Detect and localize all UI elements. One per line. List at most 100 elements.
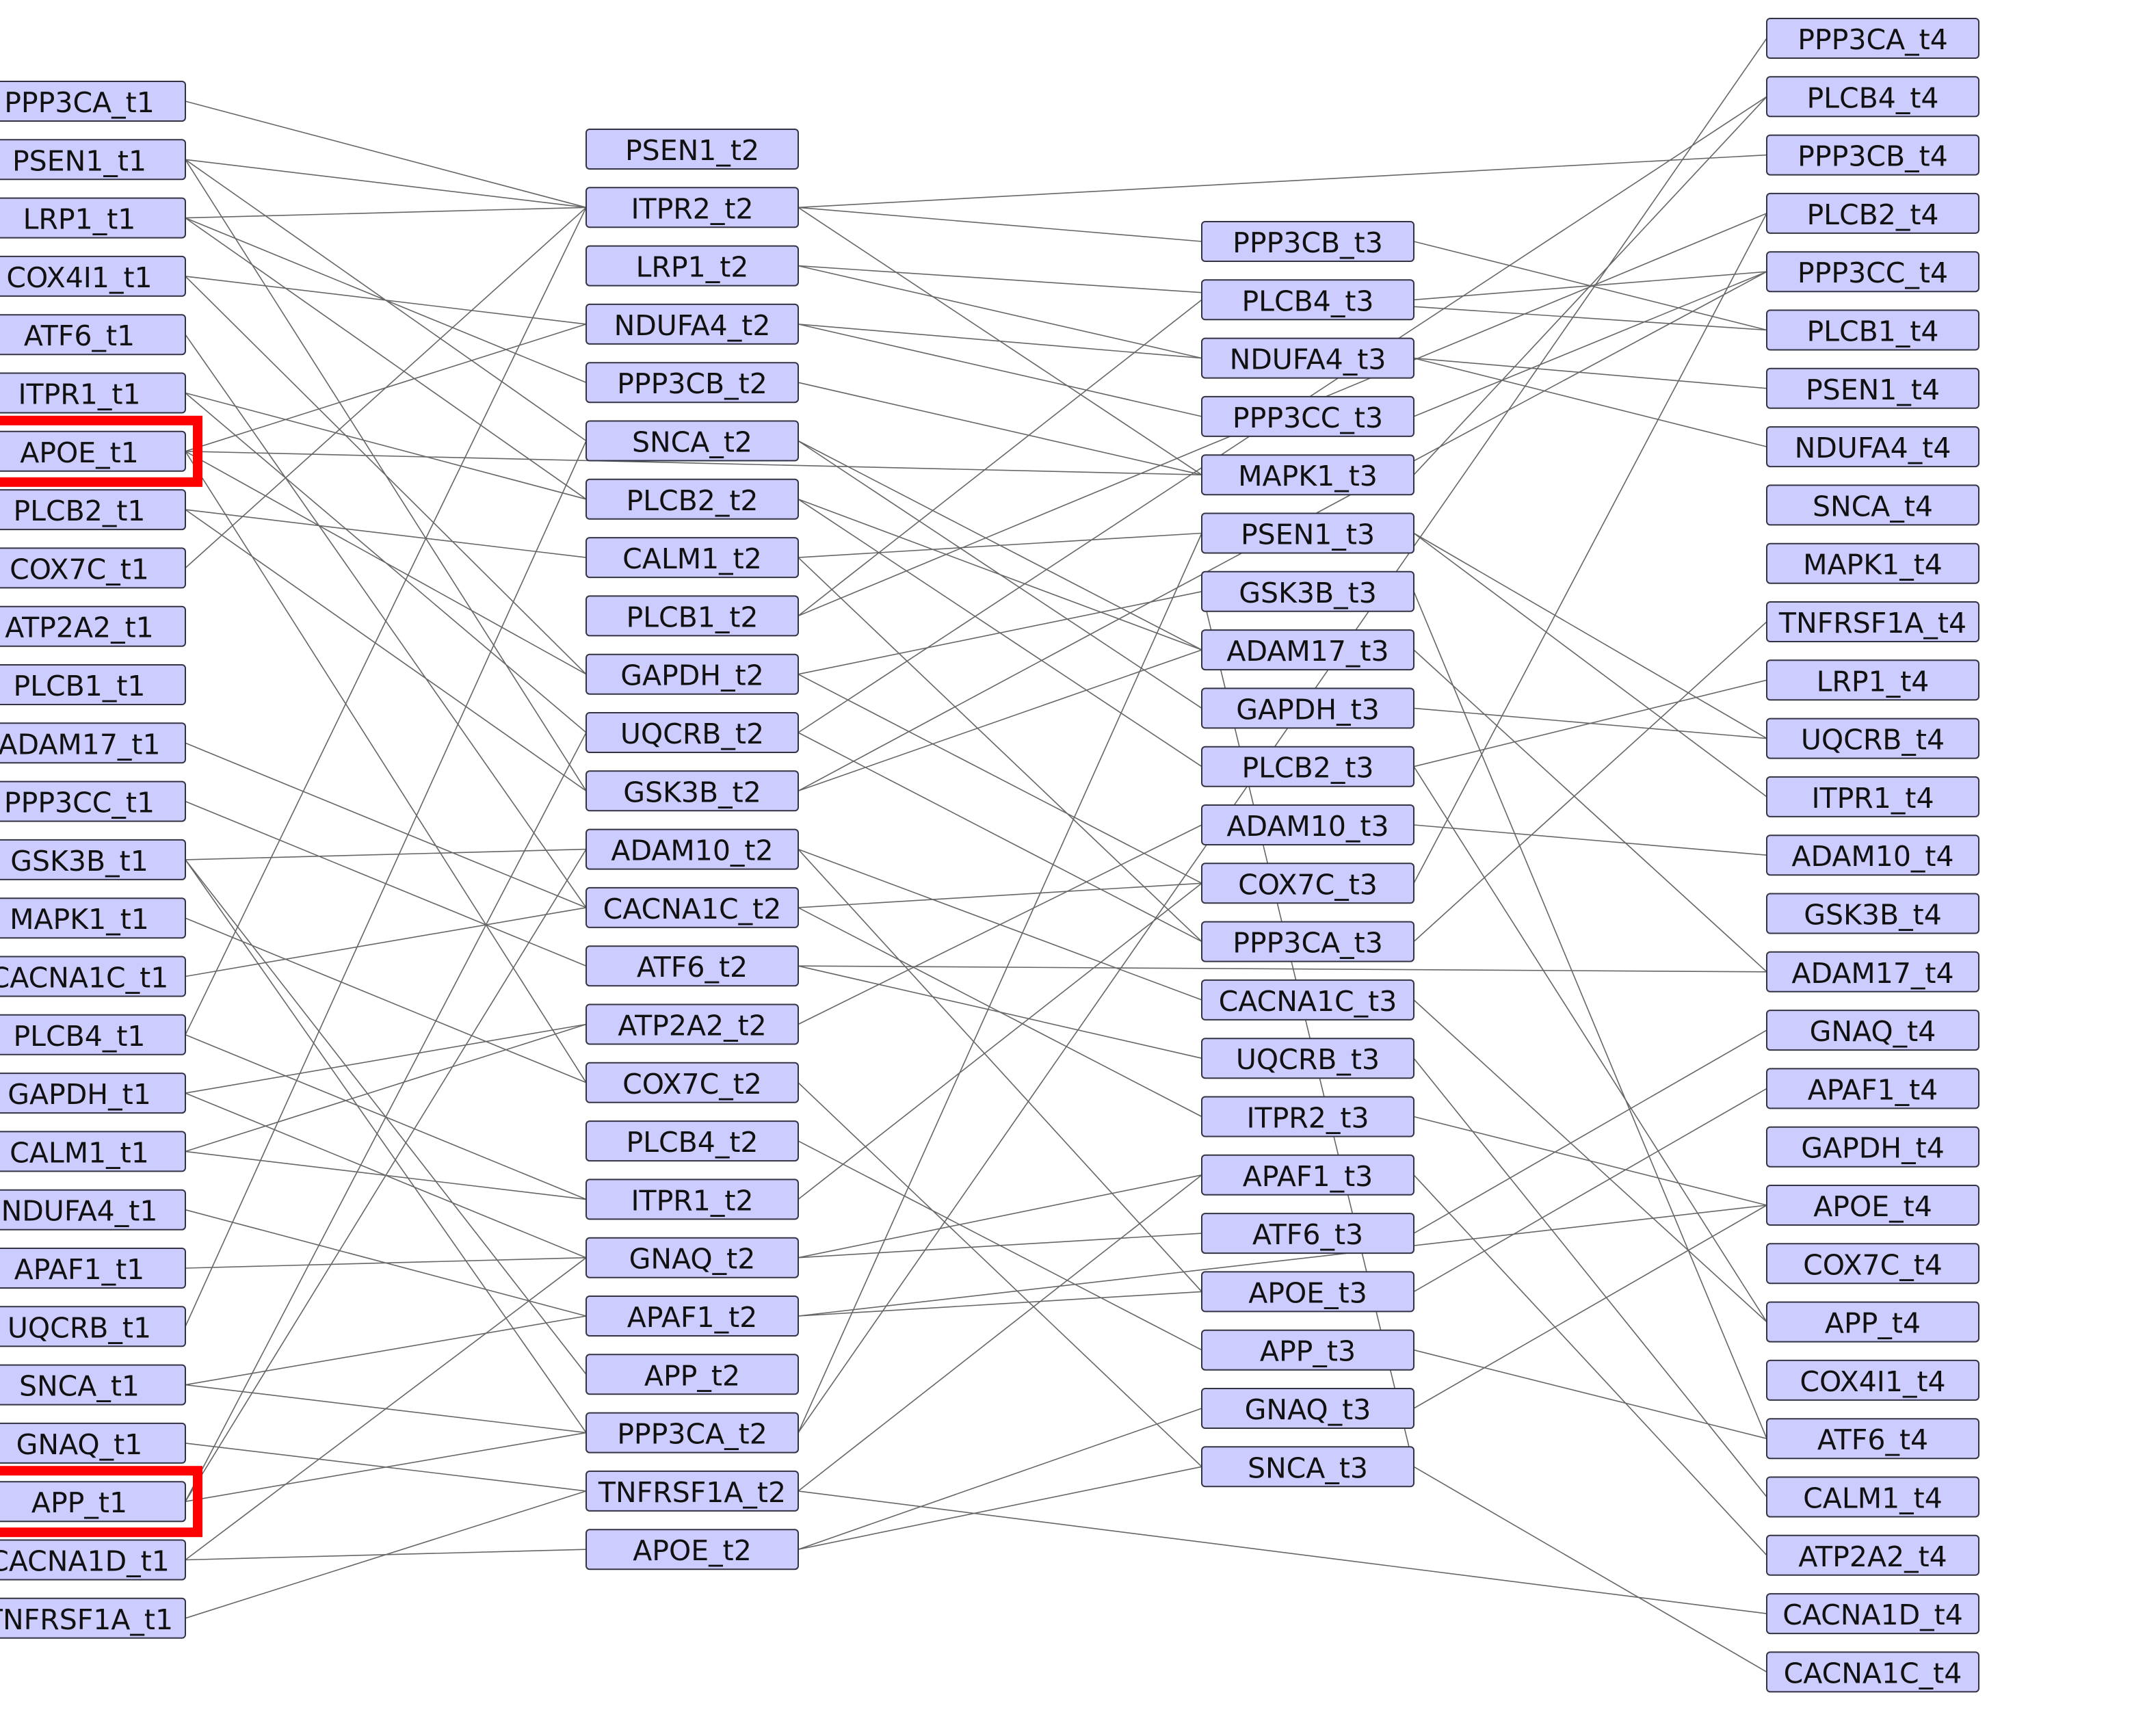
node-GNAQ_t2[interactable]: GNAQ_t2 xyxy=(585,1237,799,1278)
node-APAF1_t4[interactable]: APAF1_t4 xyxy=(1766,1068,1979,1109)
node-APOE_t1[interactable]: APOE_t1 xyxy=(0,430,186,472)
node-ATP2A2_t4[interactable]: ATP2A2_t4 xyxy=(1766,1534,1979,1576)
node-PLCB4_t2[interactable]: PLCB4_t2 xyxy=(585,1120,799,1162)
node-ATP2A2_t1[interactable]: ATP2A2_t1 xyxy=(0,605,186,647)
node-GNAQ_t1[interactable]: GNAQ_t1 xyxy=(0,1422,186,1464)
node-ITPR2_t3[interactable]: ITPR2_t3 xyxy=(1201,1096,1414,1137)
node-PPP3CA_t4[interactable]: PPP3CA_t4 xyxy=(1766,18,1979,59)
node-PLCB1_t1[interactable]: PLCB1_t1 xyxy=(0,664,186,705)
node-PLCB2_t3[interactable]: PLCB2_t3 xyxy=(1201,746,1414,787)
node-PPP3CA_t1[interactable]: PPP3CA_t1 xyxy=(0,81,186,122)
node-PPP3CC_t1[interactable]: PPP3CC_t1 xyxy=(0,780,186,822)
node-TNFRSF1A_t1[interactable]: TNFRSF1A_t1 xyxy=(0,1597,186,1639)
node-APP_t2[interactable]: APP_t2 xyxy=(585,1354,799,1395)
node-APAF1_t3[interactable]: APAF1_t3 xyxy=(1201,1154,1414,1196)
node-UQCRB_t1[interactable]: UQCRB_t1 xyxy=(0,1306,186,1347)
node-LRP1_t1[interactable]: LRP1_t1 xyxy=(0,197,186,239)
node-LRP1_t4[interactable]: LRP1_t4 xyxy=(1766,659,1979,701)
node-COX7C_t1[interactable]: COX7C_t1 xyxy=(0,547,186,589)
node-APOE_t2[interactable]: APOE_t2 xyxy=(585,1529,799,1570)
node-UQCRB_t4[interactable]: UQCRB_t4 xyxy=(1766,718,1979,759)
node-LRP1_t2[interactable]: LRP1_t2 xyxy=(585,245,799,287)
node-CALM1_t1[interactable]: CALM1_t1 xyxy=(0,1131,186,1172)
node-ITPR1_t1[interactable]: ITPR1_t1 xyxy=(0,372,186,414)
node-UQCRB_t3[interactable]: UQCRB_t3 xyxy=(1201,1038,1414,1079)
node-PLCB4_t3[interactable]: PLCB4_t3 xyxy=(1201,279,1414,321)
node-CALM1_t4[interactable]: CALM1_t4 xyxy=(1766,1476,1979,1518)
node-PLCB4_t1[interactable]: PLCB4_t1 xyxy=(0,1014,186,1055)
node-APAF1_t1[interactable]: APAF1_t1 xyxy=(0,1248,186,1289)
node-TNFRSF1A_t2[interactable]: TNFRSF1A_t2 xyxy=(585,1470,799,1512)
node-COX7C_t2[interactable]: COX7C_t2 xyxy=(585,1062,799,1103)
node-GAPDH_t4[interactable]: GAPDH_t4 xyxy=(1766,1126,1979,1168)
node-SNCA_t4[interactable]: SNCA_t4 xyxy=(1766,484,1979,526)
node-PLCB4_t4[interactable]: PLCB4_t4 xyxy=(1766,76,1979,118)
node-APOE_t3[interactable]: APOE_t3 xyxy=(1201,1271,1414,1313)
node-PSEN1_t4[interactable]: PSEN1_t4 xyxy=(1766,367,1979,409)
node-COX7C_t3[interactable]: COX7C_t3 xyxy=(1201,863,1414,904)
node-COX4I1_t1[interactable]: COX4I1_t1 xyxy=(0,255,186,297)
node-ADAM17_t1[interactable]: ADAM17_t1 xyxy=(0,722,186,764)
node-GNAQ_t3[interactable]: GNAQ_t3 xyxy=(1201,1388,1414,1429)
node-TNFRSF1A_t4[interactable]: TNFRSF1A_t4 xyxy=(1766,601,1979,642)
node-PSEN1_t3[interactable]: PSEN1_t3 xyxy=(1201,512,1414,554)
node-GSK3B_t2[interactable]: GSK3B_t2 xyxy=(585,770,799,812)
node-ADAM17_t3[interactable]: ADAM17_t3 xyxy=(1201,629,1414,671)
node-NDUFA4_t3[interactable]: NDUFA4_t3 xyxy=(1201,337,1414,379)
node-ITPR2_t2[interactable]: ITPR2_t2 xyxy=(585,187,799,228)
node-APP_t4[interactable]: APP_t4 xyxy=(1766,1301,1979,1343)
node-GAPDH_t3[interactable]: GAPDH_t3 xyxy=(1201,687,1414,729)
node-PLCB2_t4[interactable]: PLCB2_t4 xyxy=(1766,192,1979,234)
node-NDUFA4_t2[interactable]: NDUFA4_t2 xyxy=(585,303,799,345)
node-ATF6_t1[interactable]: ATF6_t1 xyxy=(0,314,186,356)
node-GAPDH_t2[interactable]: GAPDH_t2 xyxy=(585,653,799,695)
node-PPP3CB_t2[interactable]: PPP3CB_t2 xyxy=(585,362,799,404)
node-COX7C_t4[interactable]: COX7C_t4 xyxy=(1766,1243,1979,1285)
node-UQCRB_t2[interactable]: UQCRB_t2 xyxy=(585,712,799,753)
node-COX4I1_t4[interactable]: COX4I1_t4 xyxy=(1766,1359,1979,1401)
node-ADAM10_t4[interactable]: ADAM10_t4 xyxy=(1766,834,1979,876)
node-SNCA_t3[interactable]: SNCA_t3 xyxy=(1201,1446,1414,1488)
node-APP_t3[interactable]: APP_t3 xyxy=(1201,1329,1414,1371)
node-PPP3CC_t3[interactable]: PPP3CC_t3 xyxy=(1201,395,1414,437)
node-SNCA_t1[interactable]: SNCA_t1 xyxy=(0,1364,186,1406)
node-ATF6_t3[interactable]: ATF6_t3 xyxy=(1201,1213,1414,1254)
node-CACNA1C_t2[interactable]: CACNA1C_t2 xyxy=(585,886,799,928)
node-GNAQ_t4[interactable]: GNAQ_t4 xyxy=(1766,1010,1979,1051)
node-GAPDH_t1[interactable]: GAPDH_t1 xyxy=(0,1073,186,1114)
node-PLCB2_t2[interactable]: PLCB2_t2 xyxy=(585,478,799,520)
node-PPP3CC_t4[interactable]: PPP3CC_t4 xyxy=(1766,251,1979,293)
node-CACNA1C_t1[interactable]: CACNA1C_t1 xyxy=(0,956,186,997)
node-CALM1_t2[interactable]: CALM1_t2 xyxy=(585,537,799,579)
node-APAF1_t2[interactable]: APAF1_t2 xyxy=(585,1296,799,1337)
node-NDUFA4_t4[interactable]: NDUFA4_t4 xyxy=(1766,426,1979,468)
node-APP_t1[interactable]: APP_t1 xyxy=(0,1481,186,1523)
node-PSEN1_t2[interactable]: PSEN1_t2 xyxy=(585,129,799,170)
node-PPP3CA_t2[interactable]: PPP3CA_t2 xyxy=(585,1412,799,1454)
node-PPP3CB_t4[interactable]: PPP3CB_t4 xyxy=(1766,134,1979,176)
node-PPP3CA_t3[interactable]: PPP3CA_t3 xyxy=(1201,921,1414,962)
node-ATF6_t2[interactable]: ATF6_t2 xyxy=(585,945,799,987)
node-CACNA1D_t4[interactable]: CACNA1D_t4 xyxy=(1766,1593,1979,1635)
node-MAPK1_t4[interactable]: MAPK1_t4 xyxy=(1766,542,1979,584)
node-ATP2A2_t2[interactable]: ATP2A2_t2 xyxy=(585,1003,799,1045)
node-CACNA1C_t3[interactable]: CACNA1C_t3 xyxy=(1201,979,1414,1021)
node-PLCB1_t2[interactable]: PLCB1_t2 xyxy=(585,595,799,637)
node-GSK3B_t3[interactable]: GSK3B_t3 xyxy=(1201,570,1414,612)
node-PSEN1_t1[interactable]: PSEN1_t1 xyxy=(0,139,186,181)
node-PPP3CB_t3[interactable]: PPP3CB_t3 xyxy=(1201,221,1414,262)
node-APOE_t4[interactable]: APOE_t4 xyxy=(1766,1185,1979,1226)
node-ITPR1_t4[interactable]: ITPR1_t4 xyxy=(1766,776,1979,817)
node-GSK3B_t1[interactable]: GSK3B_t1 xyxy=(0,839,186,880)
node-PLCB2_t1[interactable]: PLCB2_t1 xyxy=(0,489,186,531)
node-SNCA_t2[interactable]: SNCA_t2 xyxy=(585,420,799,462)
node-CACNA1D_t1[interactable]: CACNA1D_t1 xyxy=(0,1539,186,1581)
node-ADAM17_t4[interactable]: ADAM17_t4 xyxy=(1766,951,1979,992)
node-ATF6_t4[interactable]: ATF6_t4 xyxy=(1766,1418,1979,1460)
node-CACNA1C_t4[interactable]: CACNA1C_t4 xyxy=(1766,1651,1979,1693)
node-GSK3B_t4[interactable]: GSK3B_t4 xyxy=(1766,893,1979,934)
node-PLCB1_t4[interactable]: PLCB1_t4 xyxy=(1766,309,1979,351)
node-NDUFA4_t1[interactable]: NDUFA4_t1 xyxy=(0,1189,186,1231)
node-MAPK1_t1[interactable]: MAPK1_t1 xyxy=(0,897,186,939)
node-ITPR1_t2[interactable]: ITPR1_t2 xyxy=(585,1179,799,1220)
